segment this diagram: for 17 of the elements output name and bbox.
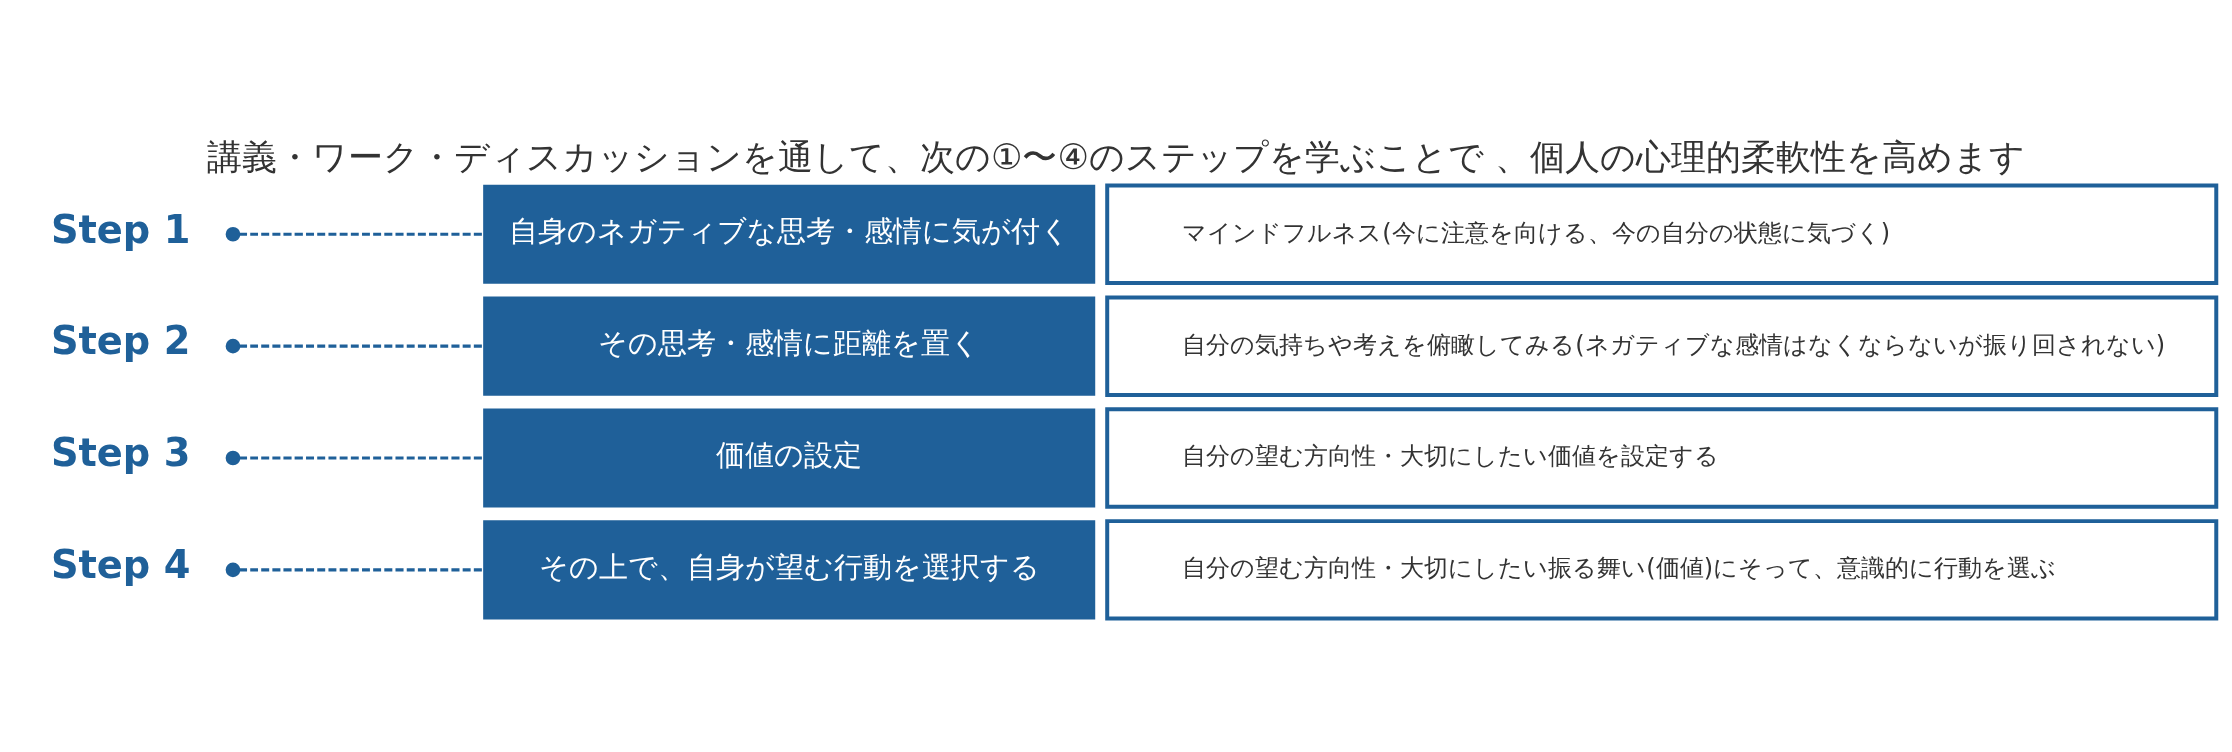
node-text: Step 1 bbox=[50, 206, 191, 252]
node-box: その思考・感情に距離を置く bbox=[483, 296, 1096, 396]
node-box: 価値の設定 bbox=[483, 407, 1096, 508]
connector bbox=[225, 338, 484, 353]
connector bbox=[225, 450, 484, 465]
connector bbox=[225, 226, 484, 242]
node-box: マインドフルネス(今に注意を向ける、今の自分の状態に気づく) bbox=[1105, 183, 2219, 285]
node-text: Step 4 bbox=[50, 541, 191, 587]
node-box: 自分の望む方向性・大切にしたい振る舞い(価値)にそって、意識的に行動を選ぶ bbox=[1105, 518, 2219, 621]
node-box: その上で、自身が望む行動を選択する bbox=[483, 519, 1096, 619]
node-box: 自分の気持ちや考えを俯瞰してみる(ネガティブな感情はなくならないが振り回されない) bbox=[1105, 294, 2219, 397]
connector bbox=[225, 562, 484, 577]
node-text: Step 2 bbox=[50, 317, 191, 363]
node-text: Step 3 bbox=[50, 429, 191, 475]
diagram-title: 講義・ワーク・ディスカッションを通して、次の①〜④のステップを学ぶことで 、個人の心理的柔軟性を高めます bbox=[206, 135, 2026, 177]
node-box: 自分の望む方向性・大切にしたい価値を設定する bbox=[1105, 406, 2219, 509]
node-box: 自身のネガティブな思考・感情に気が付く bbox=[483, 184, 1096, 284]
